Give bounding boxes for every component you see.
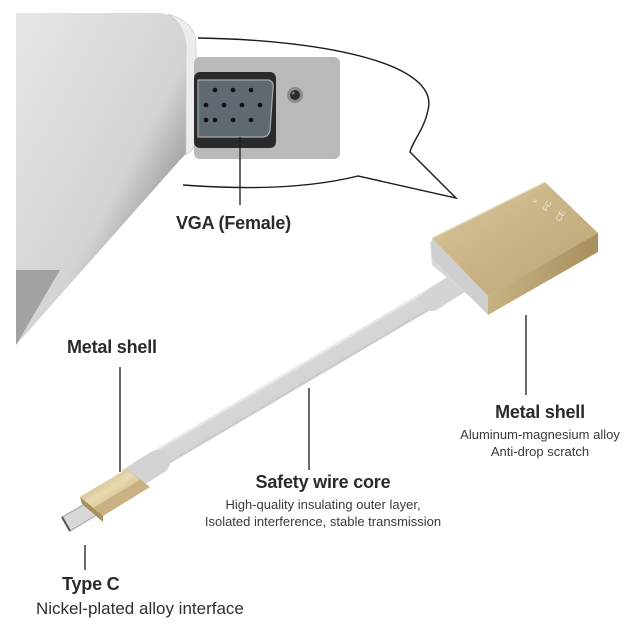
type-c-title: Type C <box>62 574 120 594</box>
wire-line-2: Isolated interference, stable transmissi… <box>204 514 442 529</box>
adapter-shell-title: Metal shell <box>495 402 585 422</box>
plug-shell-label: Metal shell <box>67 337 157 357</box>
adapter-shell-line-1: Aluminum-magnesium alloy <box>460 427 620 442</box>
device-body <box>16 13 197 345</box>
wire-callout: Safety wire core High-quality insulating… <box>205 472 441 530</box>
leader-lines <box>84 137 527 570</box>
type-c-description: Nickel-plated alloy interface <box>36 599 244 618</box>
vga-label: VGA (Female) <box>176 213 291 233</box>
vga-pins <box>203 87 263 123</box>
vga-adapter-box: CE FC X <box>430 181 598 315</box>
vga-port <box>194 57 340 159</box>
zoom-callout-outline <box>182 37 459 200</box>
adapter-marking: X <box>532 199 539 205</box>
adapter-shell-line-2: Anti-drop scratch <box>490 444 590 459</box>
cable <box>120 271 471 490</box>
wire-title: Safety wire core <box>255 472 391 492</box>
type-c-plug <box>61 469 150 532</box>
wire-line-1: High-quality insulating outer layer, <box>225 497 421 512</box>
adapter-shell-callout: Metal shell Aluminum-magnesium alloy Ant… <box>460 402 620 460</box>
